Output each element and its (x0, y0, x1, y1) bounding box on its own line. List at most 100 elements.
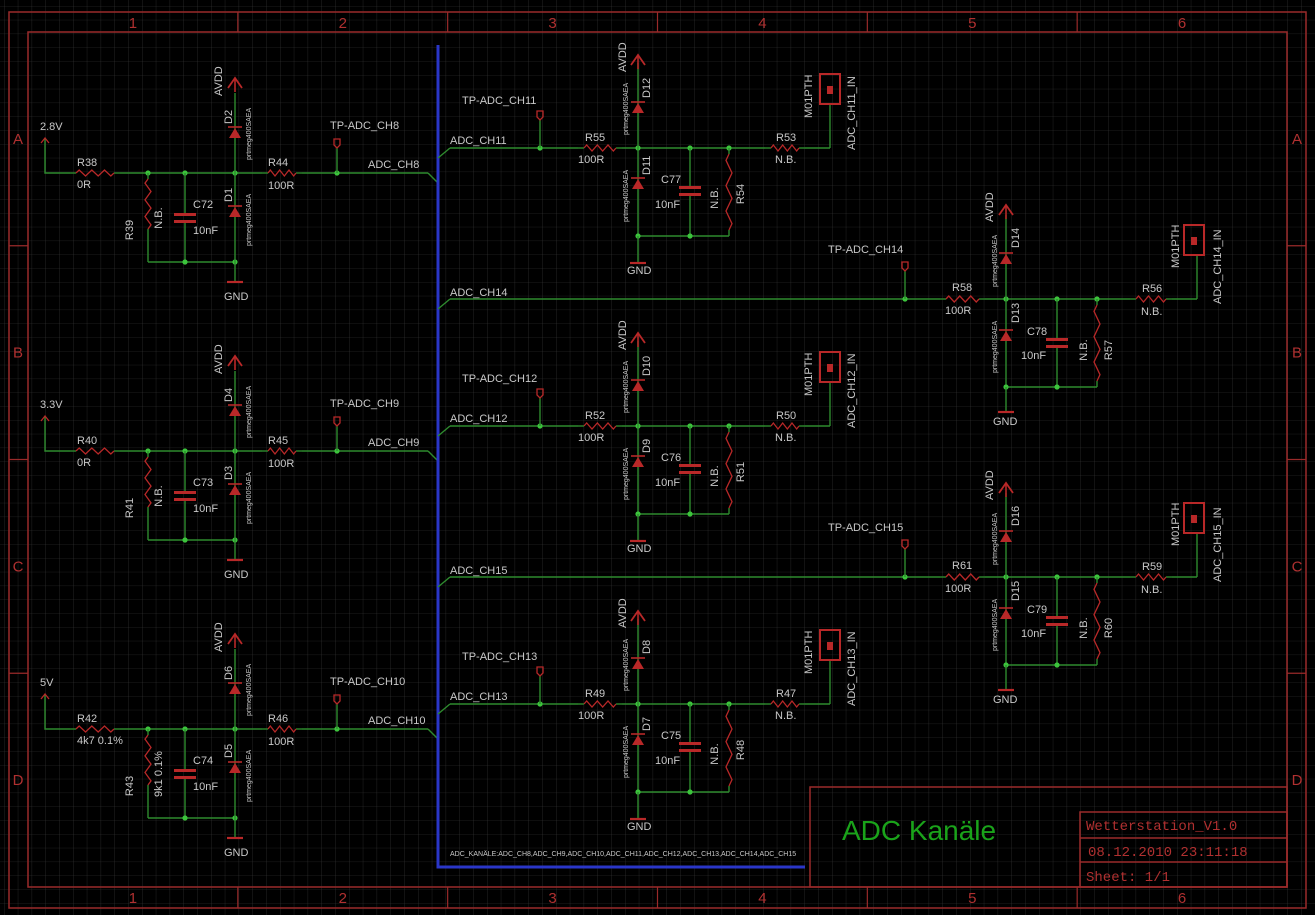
supply-label: AVDD (213, 344, 225, 374)
divider-resistor (144, 178, 152, 230)
divider-resistor-value: N.B. (709, 465, 721, 486)
wires (44, 45, 1198, 869)
diode-part-label: prtmeg400SAEA (623, 726, 630, 778)
wire (44, 138, 70, 174)
test-point-icon (901, 261, 909, 272)
series-resistor (267, 446, 297, 456)
diode-top-name: D6 (223, 666, 235, 680)
frame-row-label-left: B (13, 345, 23, 362)
diode-part-label: prtmeg400SAEA (246, 386, 253, 438)
diode-top-name: D8 (641, 640, 653, 654)
test-point-icon (333, 416, 341, 427)
connector-icon (827, 364, 833, 372)
filter-capacitor (174, 769, 196, 772)
clamp-diode-top (632, 659, 644, 669)
source-label: 2.8V (40, 121, 63, 133)
diode-part-label: prtmeg400SAEA (992, 599, 999, 651)
frame-column-label-bottom: 4 (758, 890, 766, 907)
frame-row-label-left: D (13, 772, 24, 789)
diode-part-label: prtmeg400SAEA (623, 170, 630, 222)
supply-label: AVDD (213, 66, 225, 96)
diode-bottom-name: D15 (1010, 581, 1022, 601)
connector-icon (1191, 515, 1197, 523)
test-point-icon (333, 138, 341, 149)
source-label: 3.3V (40, 399, 63, 411)
connector-name: M01PTH (803, 631, 815, 674)
adc-bus (436, 45, 805, 869)
test-point-label: TP-ADC_CH10 (330, 676, 405, 688)
filter-capacitor (1046, 623, 1068, 626)
supply-label: AVDD (213, 622, 225, 652)
ground-label: GND (993, 694, 1018, 706)
connector-name: M01PTH (1170, 225, 1182, 268)
clamp-diode-top (632, 381, 644, 391)
supply-label: AVDD (617, 320, 629, 350)
capacitor-value: 10nF (193, 225, 218, 237)
filter-capacitor (1046, 345, 1068, 348)
frame-row-label-left: A (13, 131, 23, 148)
divider-resistor-value: N.B. (709, 187, 721, 208)
bus-entry (427, 172, 439, 184)
input-resistor (75, 169, 115, 177)
junction (182, 259, 188, 265)
connector-name: M01PTH (1170, 503, 1182, 546)
frame-column-label-top: 4 (758, 15, 766, 32)
frame-column-label-top: 6 (1178, 15, 1186, 32)
filter-capacitor (174, 213, 196, 216)
clamp-diode-bottom (632, 735, 644, 745)
input-resistor-value: 0R (77, 457, 91, 469)
capacitor-name: C74 (193, 755, 213, 767)
diode-part-label: prtmeg400SAEA (992, 235, 999, 287)
diode-part-label: prtmeg400SAEA (623, 448, 630, 500)
diode-bottom-name: D9 (641, 439, 653, 453)
capacitor-value: 10nF (193, 781, 218, 793)
junction (1054, 384, 1060, 390)
frame-column-label-bottom: 1 (129, 890, 137, 907)
bus-entry (437, 147, 451, 159)
clamp-diode-top (229, 684, 241, 694)
divider-resistor-name: R57 (1103, 340, 1115, 360)
supply-label: AVDD (617, 598, 629, 628)
clamp-diode-top (632, 103, 644, 113)
title-info-border (1079, 811, 1288, 888)
filter-capacitor (174, 498, 196, 501)
test-point-label: TP-ADC_CH15 (828, 522, 903, 534)
frame-column-label-top: 3 (548, 15, 556, 32)
connector-name: M01PTH (803, 353, 815, 396)
diode-bottom-name: D1 (223, 188, 235, 202)
filter-capacitor (679, 186, 701, 189)
series-resistor-value: 100R (268, 458, 294, 470)
net-label: ADC_CH11 (450, 135, 507, 147)
clamp-diode-bottom (229, 763, 241, 773)
series-resistor (945, 295, 980, 303)
wire (44, 416, 70, 452)
net-label: ADC_CH12 (450, 413, 507, 425)
connector-net-label: ADC_CH13_IN (846, 631, 858, 706)
test-point-label: TP-ADC_CH14 (828, 244, 903, 256)
connector-net-label: ADC_CH14_IN (1212, 229, 1224, 304)
output-resistor-name: R53 (776, 132, 796, 144)
capacitor-value: 10nF (1021, 628, 1046, 640)
output-resistor-name: R59 (1142, 561, 1162, 573)
source-arrow-icon (40, 136, 50, 144)
net-label: ADC_CH9 (368, 437, 419, 449)
diode-top-name: D12 (641, 78, 653, 98)
series-resistor-name: R58 (952, 282, 972, 294)
test-point-label: TP-ADC_CH8 (330, 120, 399, 132)
capacitor-value: 10nF (655, 199, 680, 211)
capacitor-name: C77 (661, 174, 681, 186)
bus-entry (437, 298, 451, 310)
series-resistor-name: R45 (268, 435, 288, 447)
sheet-heading: ADC Kanäle (842, 815, 996, 846)
ground-label: GND (627, 543, 652, 555)
frame-column-label-top: 1 (129, 15, 137, 32)
series-resistor (945, 573, 980, 581)
sheet-number: Sheet: 1/1 (1086, 870, 1170, 886)
diode-part-label: prtmeg400SAEA (246, 194, 253, 246)
divider-resistor-name: R51 (735, 462, 747, 482)
series-resistor-name: R55 (585, 132, 605, 144)
filter-capacitor (679, 742, 701, 745)
diode-top-name: D14 (1010, 228, 1022, 248)
test-point-icon (333, 694, 341, 705)
clamp-diode-bottom (229, 485, 241, 495)
